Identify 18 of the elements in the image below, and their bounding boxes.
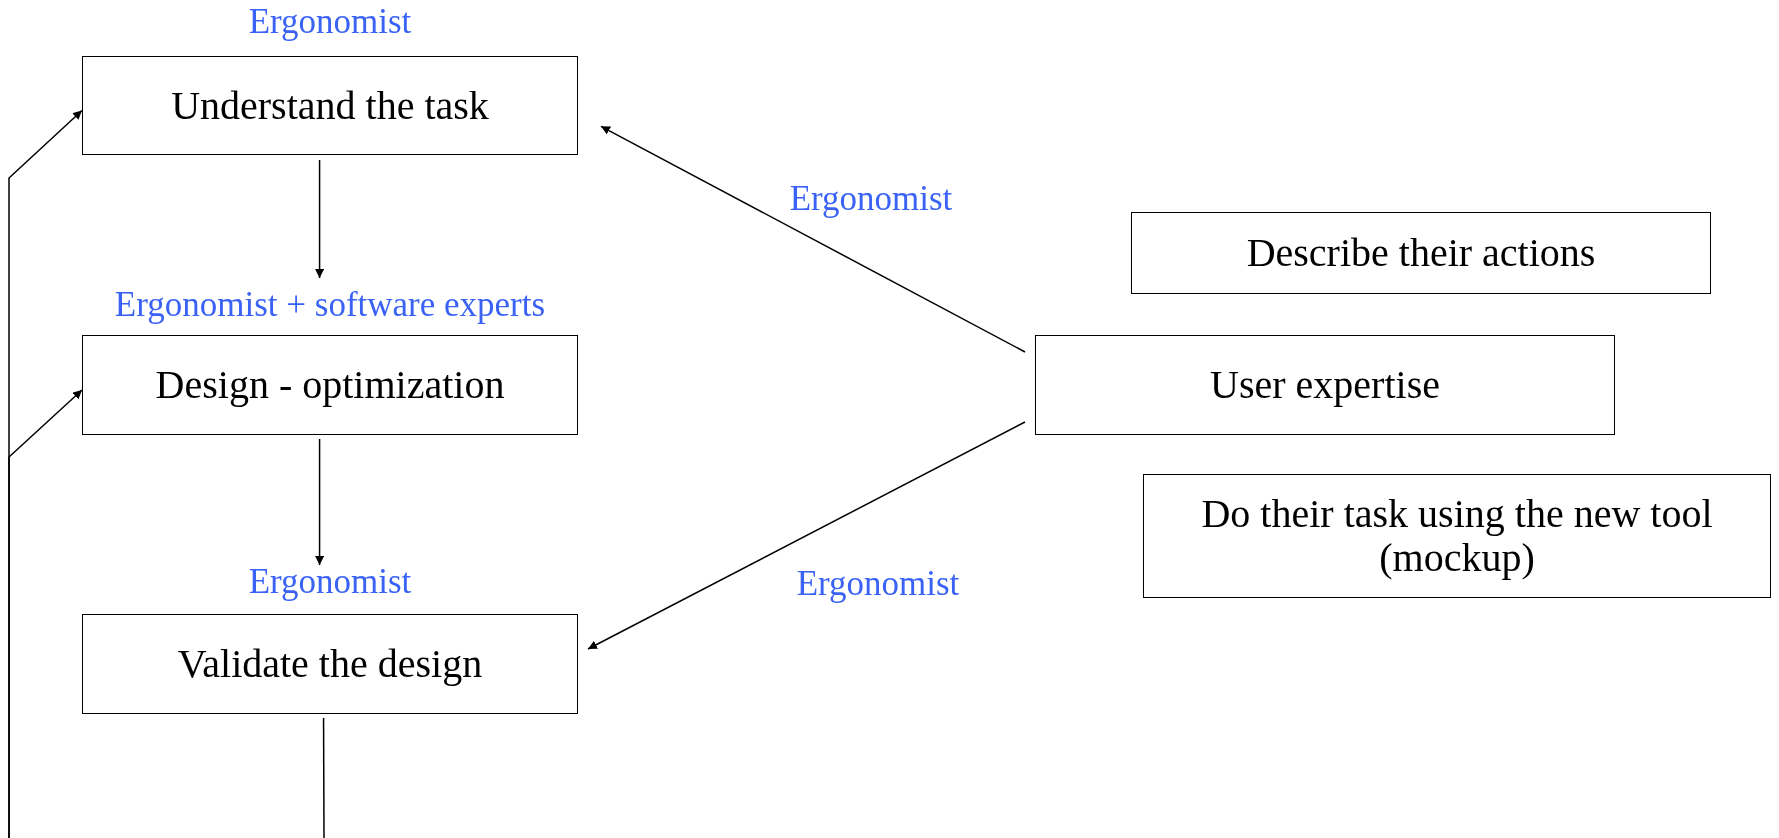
role-label: Ergonomist <box>248 2 412 41</box>
role-label: Ergonomist <box>248 562 412 601</box>
process-box <box>1131 212 1711 294</box>
step-label: Do their task using the new tool (mockup) <box>1200 492 1714 580</box>
arrow <box>600 125 1026 353</box>
arrow <box>315 159 325 279</box>
step-label: User expertise <box>1210 363 1440 407</box>
arrow <box>315 438 325 566</box>
step-label: Validate the design <box>177 642 483 686</box>
step-label: Understand the task <box>171 83 489 128</box>
connector-line <box>322 717 325 838</box>
step-label: Design - optimization <box>155 363 505 407</box>
arrow <box>587 421 1026 650</box>
process-box <box>1035 335 1615 435</box>
step-label: Describe their actions <box>1246 231 1596 275</box>
process-box <box>1143 474 1771 598</box>
role-label: Ergonomist + software experts <box>114 285 546 324</box>
arrow <box>8 389 83 838</box>
